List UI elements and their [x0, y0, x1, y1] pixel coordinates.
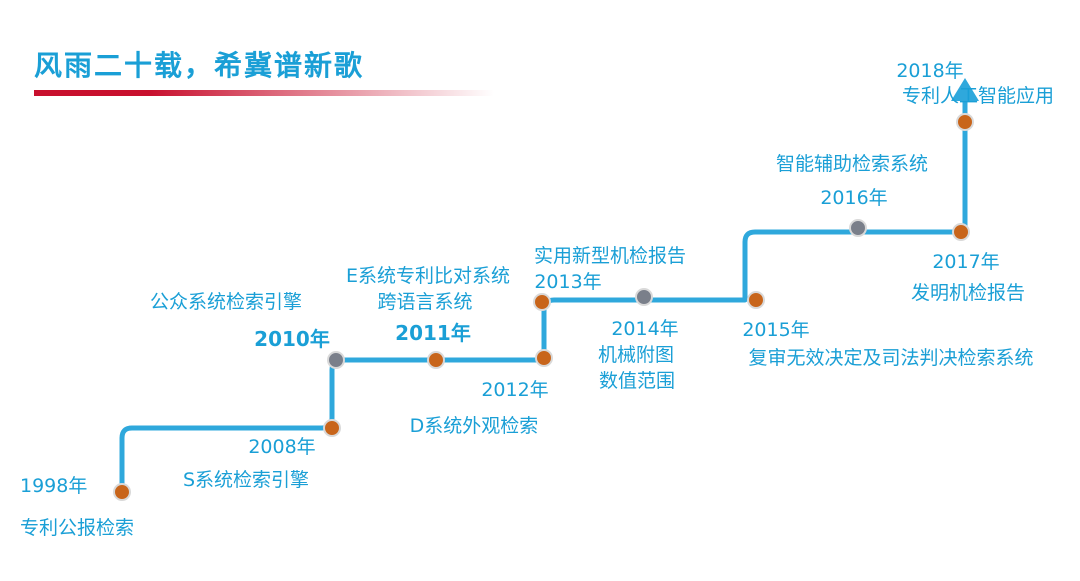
milestone-year-2013: 2013年: [534, 271, 602, 293]
milestone-year-2015: 2015年: [742, 319, 810, 341]
milestone-dot-2010: [327, 351, 345, 369]
title-underline: [34, 90, 494, 96]
milestone-dot-2012: [535, 349, 553, 367]
milestone-dot-2014: [635, 288, 653, 306]
milestone-desc-2010: 公众系统检索引擎: [149, 291, 303, 313]
milestone-dot-2011: [427, 351, 445, 369]
timeline-arrow-head: [951, 78, 979, 101]
milestone-year-2014: 2014年: [611, 318, 679, 340]
milestone-dot-2008: [323, 419, 341, 437]
milestone-year-2010: 2010年: [254, 327, 330, 351]
milestone-dot-2013: [533, 293, 551, 311]
milestone-year-2016: 2016年: [820, 187, 888, 209]
milestone-year-2008: 2008年: [248, 436, 316, 458]
milestone-desc-2013: 实用新型机检报告: [533, 245, 687, 267]
milestone-desc-2018: 专利人工智能应用: [901, 85, 1055, 107]
slide-title: 风雨二十载，希冀谱新歌: [34, 49, 365, 82]
milestone-desc-2016: 智能辅助检索系统: [775, 153, 929, 175]
milestone-desc-2017: 发明机检报告: [910, 282, 1026, 304]
milestone-year-2018: 2018年: [896, 60, 964, 82]
milestone-desc-2012: D系统外观检索: [409, 415, 539, 437]
milestone-desc2-2011: E系统专利比对系统: [345, 265, 511, 287]
milestone-desc-2008: S系统检索引擎: [182, 469, 310, 491]
milestone-markers: [113, 113, 974, 501]
milestone-dot-2015: [747, 291, 765, 309]
milestone-desc-1998: 专利公报检索: [20, 517, 135, 539]
milestone-dot-2016: [849, 219, 867, 237]
milestone-dot-1998: [113, 483, 131, 501]
milestone-year-2012: 2012年: [481, 379, 549, 401]
milestone-year-1998: 1998年: [20, 475, 88, 497]
milestone-desc-2011: 跨语言系统: [377, 291, 473, 313]
milestone-dot-2018: [956, 113, 974, 131]
milestone-desc-2014: 机械附图: [597, 344, 675, 366]
milestone-year-2011: 2011年: [395, 321, 471, 345]
milestone-dot-2017: [952, 223, 970, 241]
milestone-desc-2015: 复审无效决定及司法判决检索系统: [748, 347, 1034, 369]
milestone-desc2-2014: 数值范围: [598, 370, 676, 392]
milestone-year-2017: 2017年: [932, 251, 1000, 273]
